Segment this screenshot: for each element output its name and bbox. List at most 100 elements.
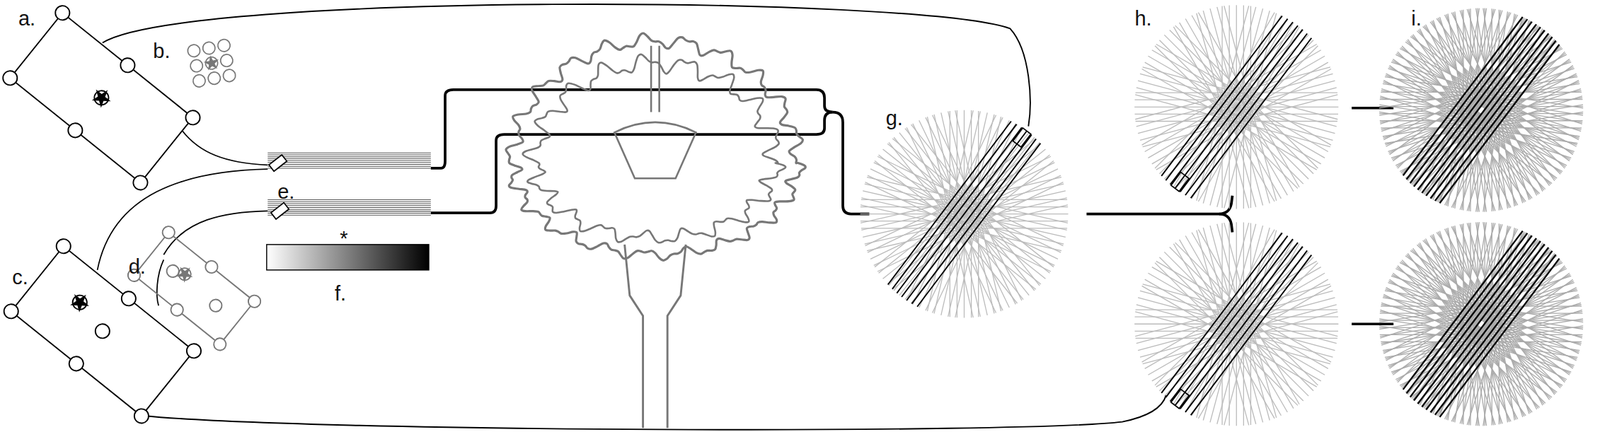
channel-line	[267, 209, 431, 211]
electrode	[159, 224, 177, 242]
active-electrode	[174, 262, 197, 285]
panel-label: a.	[18, 8, 36, 30]
panel-label: h.	[1134, 8, 1152, 30]
channel-line	[267, 207, 431, 209]
montage-outline	[133, 232, 255, 345]
selection-box	[1012, 128, 1031, 148]
electrode	[182, 107, 203, 128]
channel-line	[267, 166, 431, 168]
electrode	[245, 292, 263, 310]
wire	[97, 169, 269, 271]
fissure	[651, 45, 660, 113]
selected-projection	[892, 124, 1017, 290]
channel-line	[267, 164, 431, 165]
electrode	[217, 38, 232, 53]
electrode	[65, 120, 85, 141]
selected-projection	[1403, 231, 1523, 390]
active-electrode	[89, 84, 116, 111]
wire	[142, 395, 1166, 431]
channel-line	[267, 158, 431, 160]
selected-projection	[906, 135, 1032, 301]
channel-line	[267, 162, 431, 163]
selected-projection	[1421, 30, 1545, 194]
active-electrode	[202, 53, 221, 71]
brain-outline	[505, 33, 806, 429]
selection-box	[268, 154, 287, 172]
selected-projection	[1180, 29, 1303, 193]
selected-projection	[917, 143, 1041, 308]
electrode	[219, 53, 234, 68]
panel-label: c.	[12, 267, 29, 289]
electrode	[53, 236, 74, 257]
panel-label: d.	[128, 256, 146, 278]
channel-line	[267, 210, 431, 212]
electrode	[1, 301, 22, 322]
projection-line	[1154, 25, 1298, 169]
projection-line	[1154, 242, 1298, 386]
selected-projection	[1185, 250, 1308, 413]
electrode	[117, 55, 138, 76]
projection-line	[1175, 263, 1319, 407]
electrode	[183, 341, 204, 361]
marker-symbol: *	[339, 228, 348, 250]
selected-projection	[1180, 246, 1303, 410]
panel-label: f.	[334, 283, 347, 305]
channel-line	[267, 160, 431, 162]
selected-projection	[1170, 21, 1293, 185]
panel-label: e.	[277, 181, 295, 203]
electrode	[0, 67, 20, 88]
selected-projection	[1190, 255, 1312, 416]
projection-fan	[860, 110, 1069, 319]
cortex	[505, 33, 806, 261]
electrode	[131, 406, 152, 427]
selected-projection	[888, 121, 1012, 285]
ventricles	[614, 122, 696, 179]
electrode	[92, 321, 113, 342]
channel-line	[267, 152, 431, 154]
projection-fan	[1379, 8, 1584, 213]
brainstem	[624, 244, 686, 429]
channel-bundle	[267, 199, 431, 219]
electrode-montage	[1, 236, 205, 427]
electrode	[222, 68, 237, 83]
bundle-cable	[430, 112, 833, 214]
channel-line	[267, 203, 431, 204]
wire	[181, 130, 268, 165]
selected-projection	[1413, 238, 1537, 402]
selected-projection	[1421, 244, 1545, 407]
selection-box	[271, 203, 289, 220]
electrode	[211, 336, 229, 354]
electrode	[118, 288, 139, 309]
channel-line	[267, 215, 431, 216]
panel-label: b.	[152, 41, 170, 62]
electrode-grid	[186, 38, 237, 88]
channel-line	[267, 156, 431, 158]
selected-projection	[1435, 40, 1557, 201]
selected-projection	[1161, 15, 1283, 176]
selected-projection	[1170, 239, 1293, 402]
white-matter	[522, 54, 786, 243]
selected-projection	[1440, 259, 1560, 418]
projection-line	[1156, 68, 1332, 170]
projection-line	[1175, 45, 1319, 189]
selected-projection	[1425, 247, 1549, 411]
selected-projection	[1406, 19, 1528, 180]
electrode-montage	[125, 224, 263, 354]
selected-projection	[1413, 24, 1537, 187]
selected-projection	[1406, 233, 1528, 395]
selection-box	[1171, 172, 1189, 192]
electrode	[168, 301, 186, 319]
selected-projection	[1418, 241, 1541, 405]
selected-projection	[1165, 19, 1288, 182]
projection-line	[1142, 43, 1317, 146]
selected-projection	[911, 138, 1037, 304]
channel-line	[267, 213, 431, 214]
electrode-montage	[0, 2, 204, 194]
selected-projection	[1175, 25, 1298, 189]
montage-outline	[11, 246, 194, 417]
projection-fan	[1134, 4, 1339, 209]
selected-projection	[1410, 21, 1533, 184]
montage-outline	[9, 12, 193, 183]
electrode	[66, 353, 87, 374]
selection-box	[1171, 389, 1189, 410]
